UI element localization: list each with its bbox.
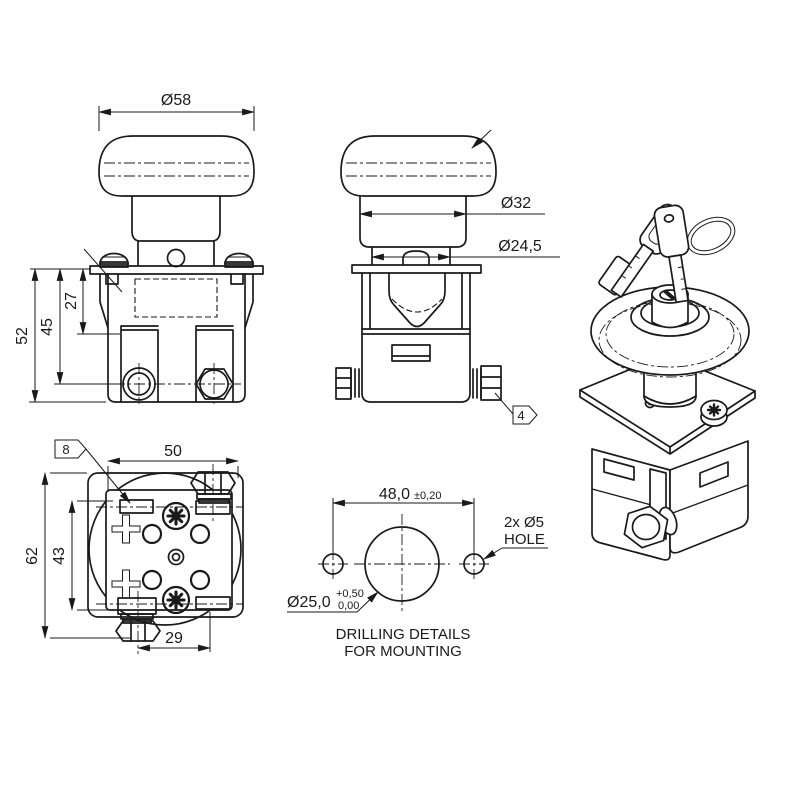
key-ring	[686, 216, 736, 256]
hex-nut-bottom-left	[115, 613, 161, 642]
plate-screws-front	[83, 248, 254, 293]
dim-collar-diameter: Ø24,5	[498, 238, 542, 255]
iso-hex-bolt	[623, 505, 669, 549]
hex-terminal-bolt	[195, 368, 234, 400]
drilling-dimensions: 48,0 ±0,20 Ø25,0 +0,50 0,00 2x Ø5 HOLE D…	[287, 486, 548, 660]
body-front	[99, 273, 254, 404]
left-terminal-washers	[350, 368, 360, 398]
left-terminal-bolt	[335, 367, 352, 400]
connector-callout-number: 8	[62, 442, 69, 457]
front-dimensions: Ø58 27 45 52	[14, 92, 256, 404]
terminal-callout-number: 4	[517, 408, 524, 423]
mounting-plate-side	[351, 264, 482, 274]
side-dimensions: Ø32 Ø24,5 4	[358, 195, 560, 425]
mushroom-head-front	[98, 135, 255, 197]
terminal-callout-flag	[512, 405, 538, 425]
contact-holes	[141, 523, 211, 591]
dim-bolt-spacing: 29	[165, 630, 183, 647]
dim-terminal-height: 45	[39, 318, 56, 336]
connector-callout-flag	[54, 439, 87, 459]
front-view: Ø58 27 45 52	[14, 92, 264, 404]
side-view: Ø32 Ø24,5 4	[335, 129, 560, 425]
dim-head-diameter: Ø58	[161, 92, 191, 109]
dim-inner-height: 43	[51, 547, 68, 565]
dim-main-hole-tol-upper: +0,50	[336, 588, 364, 600]
iso-body	[591, 440, 749, 561]
key-cylinder-cap	[402, 250, 430, 266]
dim-hole-spacing-tolerance: ±0,20	[414, 490, 441, 502]
dim-main-hole-diameter: Ø25,0	[287, 594, 331, 611]
note-small-holes-line1: 2x Ø5	[504, 514, 544, 531]
dim-stem-diameter: Ø32	[501, 195, 531, 212]
mounting-plate-front	[89, 265, 264, 275]
dim-overall-height-bottom: 62	[24, 547, 41, 565]
head-surface-leader	[471, 129, 492, 149]
stem-side	[359, 195, 467, 266]
dim-hole-spacing: 48,0	[379, 486, 410, 503]
drilling-view: 48,0 ±0,20 Ø25,0 +0,50 0,00 2x Ø5 HOLE D…	[287, 486, 548, 660]
note-small-holes-line2: HOLE	[504, 531, 545, 548]
dim-step-height: 27	[63, 292, 80, 310]
drilling-caption-line1: DRILLING DETAILS	[336, 626, 471, 643]
dim-main-hole-tol-lower: 0,00	[338, 600, 359, 612]
dim-overall-height: 52	[14, 327, 31, 345]
mushroom-head-side	[340, 129, 497, 197]
phillips-screw-top	[161, 501, 191, 531]
bottom-dimensions: 50 62 43 29 8	[24, 439, 240, 652]
drilling-caption-line2: FOR MOUNTING	[344, 643, 462, 660]
right-terminal-washers	[472, 368, 482, 399]
phillips-screw-bottom	[161, 585, 191, 615]
hex-nut-top-right	[190, 471, 236, 504]
right-terminal-bolt	[480, 365, 502, 401]
iso-head	[590, 284, 750, 408]
label-area-dashed	[134, 278, 218, 318]
body-side	[335, 272, 502, 403]
cross-keyways	[111, 514, 141, 599]
bottom-view: 50 62 43 29 8	[24, 439, 244, 654]
iso-keyhole	[663, 289, 676, 301]
dim-width: 50	[164, 443, 182, 460]
inserted-key	[653, 204, 690, 304]
iso-view	[579, 203, 756, 561]
stem-front	[131, 195, 221, 268]
mounting-plate-bottom	[87, 472, 244, 618]
iso-keys	[598, 203, 736, 304]
